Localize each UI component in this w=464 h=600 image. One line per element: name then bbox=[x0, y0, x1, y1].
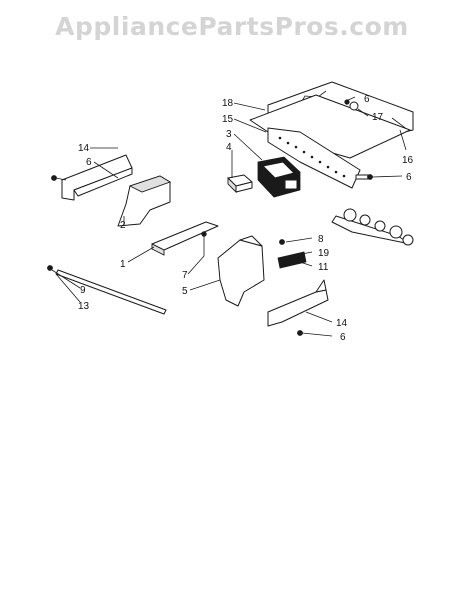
callout-9: 9 bbox=[80, 285, 86, 296]
callout-16: 16 bbox=[402, 155, 414, 166]
callout-15: 15 bbox=[222, 114, 234, 125]
watermark: AppliancePartsPros.com bbox=[55, 12, 409, 41]
part-17-clip[interactable] bbox=[344, 99, 359, 111]
callout-5: 5 bbox=[182, 286, 188, 297]
part-5-bracket[interactable] bbox=[217, 235, 265, 307]
callout-6: 6 bbox=[364, 94, 370, 105]
callout-4: 4 bbox=[226, 142, 232, 153]
part-15-channel[interactable] bbox=[267, 127, 361, 189]
callout-1: 1 bbox=[120, 259, 126, 270]
callout-6: 6 bbox=[340, 332, 346, 343]
callout-3: 3 bbox=[226, 129, 232, 140]
leader-lines bbox=[51, 96, 407, 337]
callout-17: 17 bbox=[372, 112, 384, 123]
part-14-right-bracket[interactable] bbox=[267, 279, 329, 336]
callout-14: 14 bbox=[78, 143, 90, 154]
part-13-rod[interactable] bbox=[47, 265, 167, 315]
callout-11: 11 bbox=[318, 262, 329, 273]
callout-labels: 18 6 17 15 3 4 16 6 14 6 2 1 8 19 11 7 5… bbox=[78, 94, 414, 343]
callout-14: 14 bbox=[336, 318, 348, 329]
part-4-block[interactable] bbox=[227, 174, 253, 194]
callout-7: 7 bbox=[182, 270, 188, 281]
part-14-left-bracket[interactable] bbox=[51, 154, 133, 201]
callout-2: 2 bbox=[120, 220, 126, 231]
callout-19: 19 bbox=[318, 248, 330, 259]
part-3-switch[interactable] bbox=[257, 156, 301, 198]
callout-6: 6 bbox=[86, 157, 92, 168]
part-1-plate[interactable] bbox=[151, 221, 219, 256]
callout-8: 8 bbox=[318, 234, 324, 245]
callout-13: 13 bbox=[78, 301, 90, 312]
callout-6: 6 bbox=[406, 172, 412, 183]
callout-18: 18 bbox=[222, 98, 234, 109]
part-19-assembly[interactable] bbox=[331, 208, 414, 246]
part-2-duct[interactable] bbox=[117, 175, 172, 227]
part-11-terminal[interactable] bbox=[277, 239, 307, 269]
part-7-screw[interactable] bbox=[201, 231, 207, 256]
screw-6-right[interactable] bbox=[355, 174, 373, 180]
